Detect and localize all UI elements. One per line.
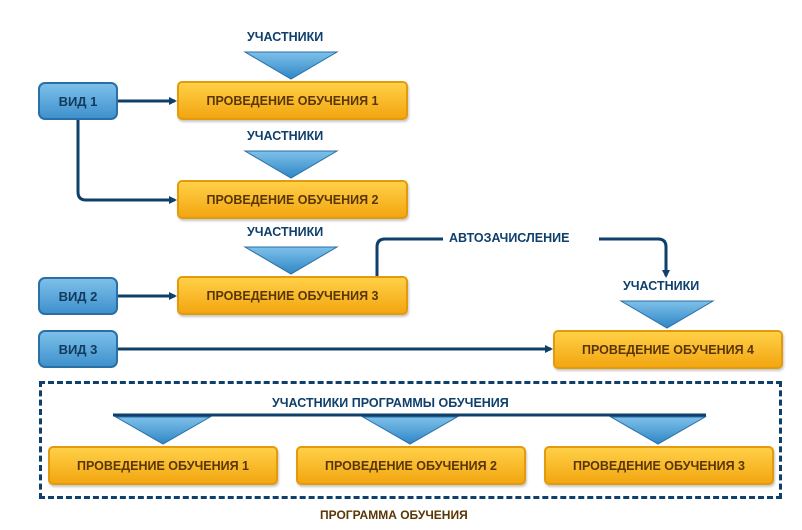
arrow-view1-session2 — [76, 120, 177, 204]
participants-label-4: УЧАСТНИКИ — [623, 279, 700, 293]
view-box-1[interactable]: ВИД 1 — [38, 82, 118, 120]
view-box-2[interactable]: ВИД 2 — [38, 277, 118, 315]
participants-triangle-1 — [243, 51, 339, 80]
auto-enroll-label: АВТОЗАЧИСЛЕНИЕ — [449, 231, 570, 245]
participants-label-1: УЧАСТНИКИ — [247, 30, 324, 44]
session-box-1[interactable]: ПРОВЕДЕНИЕ ОБУЧЕНИЯ 1 — [177, 81, 408, 120]
view-box-3[interactable]: ВИД 3 — [38, 330, 118, 368]
participants-triangle-4 — [619, 300, 715, 329]
participants-label-2: УЧАСТНИКИ — [247, 129, 324, 143]
session-box-3[interactable]: ПРОВЕДЕНИЕ ОБУЧЕНИЯ 3 — [177, 276, 408, 315]
program-participants-label: УЧАСТНИКИ ПРОГРАММЫ ОБУЧЕНИЯ — [270, 396, 511, 410]
program-triangle-1 — [114, 416, 212, 445]
program-session-box-3[interactable]: ПРОВЕДЕНИЕ ОБУЧЕНИЯ 3 — [544, 446, 774, 485]
session-box-2[interactable]: ПРОВЕДЕНИЕ ОБУЧЕНИЯ 2 — [177, 180, 408, 219]
participants-triangle-2 — [243, 150, 339, 179]
auto-enroll-line-right — [599, 237, 670, 278]
program-triangle-2 — [361, 416, 459, 445]
program-session-box-2[interactable]: ПРОВЕДЕНИЕ ОБУЧЕНИЯ 2 — [296, 446, 526, 485]
program-caption: ПРОГРАММА ОБУЧЕНИЯ — [320, 508, 468, 522]
program-triangle-3 — [609, 416, 707, 445]
session-box-4[interactable]: ПРОВЕДЕНИЕ ОБУЧЕНИЯ 4 — [553, 330, 783, 369]
program-session-box-1[interactable]: ПРОВЕДЕНИЕ ОБУЧЕНИЯ 1 — [48, 446, 278, 485]
auto-enroll-line-left — [375, 237, 443, 276]
participants-label-3: УЧАСТНИКИ — [247, 225, 324, 239]
participants-triangle-3 — [243, 246, 339, 275]
program-frame — [39, 381, 782, 499]
